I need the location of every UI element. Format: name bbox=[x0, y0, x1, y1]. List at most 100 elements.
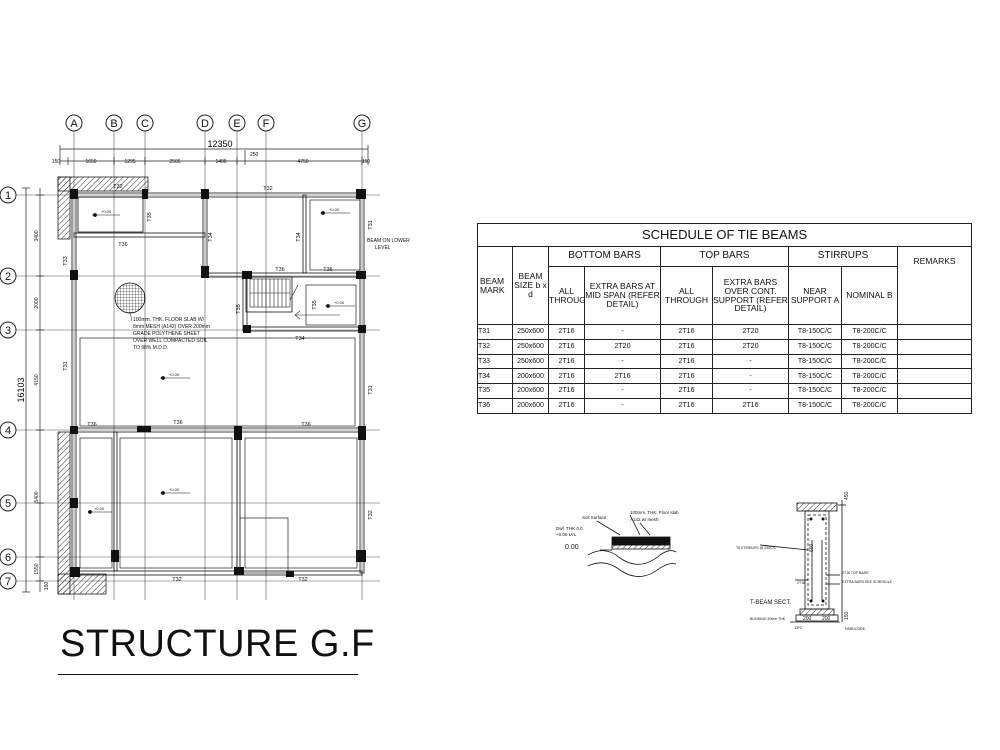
grid-label-1: 1 bbox=[5, 190, 11, 202]
slab-detail-label-2: 100mm. THK. Floor slab bbox=[630, 510, 679, 515]
cell-top-all: 2T16 bbox=[660, 368, 713, 385]
cell-top-all: 2T16 bbox=[660, 338, 713, 355]
beam-detail-label-7: DPC bbox=[795, 626, 803, 630]
slab-detail-label-5: +0.00 LVL bbox=[556, 532, 577, 537]
cell-bot-all: 2T16 bbox=[548, 338, 585, 355]
cell-bot-extra: 2T16 bbox=[584, 368, 661, 385]
top-dimension-lines bbox=[59, 145, 369, 165]
cell-nominal: T8-200C/C bbox=[841, 324, 898, 340]
beam-label-t32-left: T32 bbox=[113, 184, 122, 190]
cell-bot-all: 2T16 bbox=[548, 383, 585, 399]
cell-nominal: T8-200C/C bbox=[841, 338, 898, 355]
beam-label-t36-a: T36 bbox=[118, 242, 127, 248]
level-mark-4: +0.00 bbox=[329, 207, 340, 212]
cell-nominal: T8-200C/C bbox=[841, 383, 898, 399]
cell-near: T8-150C/C bbox=[788, 397, 842, 414]
cell-size: 200x600 bbox=[512, 368, 549, 385]
beam-label-t34-c: T34 bbox=[296, 232, 302, 241]
cell-bot-all: 2T16 bbox=[548, 368, 585, 385]
cell-top-extra: 2T16 bbox=[712, 397, 789, 414]
top-dim-4: 2505 bbox=[169, 159, 180, 165]
offset-dimension: 250 bbox=[250, 152, 259, 158]
left-dim-1: 3400 bbox=[34, 230, 40, 241]
left-dim-5: 1550 bbox=[34, 563, 40, 574]
cell-nominal: T8-200C/C bbox=[841, 368, 898, 385]
top-dim-3: 1295 bbox=[124, 159, 135, 165]
beam-detail-label-6: HARDCORE bbox=[845, 627, 866, 631]
beam-label-t36-c: T36 bbox=[323, 267, 332, 273]
floor-mesh-symbol bbox=[114, 282, 146, 314]
top-dim-5: 1400 bbox=[215, 159, 226, 165]
grid-label-d: D bbox=[201, 118, 209, 130]
cell-top-all: 2T16 bbox=[660, 383, 713, 399]
header-beam-size: BEAM SIZE b x d bbox=[512, 246, 549, 325]
left-dimension-lines bbox=[22, 187, 44, 593]
top-dim-7: 150 bbox=[362, 159, 371, 165]
beam-detail-label-1: T8 STIRRUPS @ 200C/C bbox=[736, 546, 777, 550]
header-extra-cont-support: EXTRA BARS OVER CONT. SUPPORT (REFER DET… bbox=[712, 266, 789, 325]
cell-top-all: 2T16 bbox=[660, 397, 713, 414]
grid-label-a: A bbox=[70, 118, 78, 130]
cell-mark: T34 bbox=[477, 368, 513, 385]
top-dim-6: 4750 bbox=[297, 159, 308, 165]
floor-slab-note: 100mm. THK. FLOOR SLAB W/ 8mm MESH (A142… bbox=[133, 317, 210, 351]
header-stirrups: STIRRUPS bbox=[788, 246, 898, 267]
cell-remarks bbox=[896, 397, 973, 414]
cell-top-extra: - bbox=[712, 383, 789, 399]
beam-label-t35-b: T35 bbox=[236, 304, 242, 313]
grid-label-c: C bbox=[141, 118, 149, 130]
svg-text:BEAM ON LOWER: BEAM ON LOWER bbox=[367, 238, 410, 244]
cell-bot-extra: - bbox=[584, 353, 661, 370]
room-outlines bbox=[79, 199, 361, 574]
beam-detail-label-4: EXTRA BARS SEE SCHEDULE bbox=[842, 580, 893, 584]
cell-bot-all: 2T16 bbox=[548, 397, 585, 414]
cell-near: T8-150C/C bbox=[788, 338, 842, 355]
grid-label-g: G bbox=[358, 118, 367, 130]
hatched-walls bbox=[57, 176, 149, 595]
beam-detail-label-5: BLINDING 50mm THK bbox=[750, 617, 786, 621]
left-dim-2: 2000 bbox=[34, 297, 40, 308]
grid-label-e: E bbox=[233, 118, 240, 130]
cell-remarks bbox=[896, 383, 973, 399]
cell-top-extra: 2T20 bbox=[712, 338, 789, 355]
cell-size: 250x600 bbox=[512, 324, 549, 340]
beam-detail-dim-4: 450 bbox=[844, 491, 850, 500]
tie-beam-schedule-table: SCHEDULE OF TIE BEAMS BEAM MARK BEAM SIZ… bbox=[476, 223, 973, 414]
beam-detail-dim-1: 200 bbox=[803, 616, 812, 622]
cell-near: T8-150C/C bbox=[788, 368, 842, 385]
level-mark-3: +0.00 bbox=[169, 487, 180, 492]
grid-label-2: 2 bbox=[5, 271, 11, 283]
cell-bot-extra: 2T20 bbox=[584, 338, 661, 355]
tie-beam-section-detail bbox=[759, 500, 846, 623]
header-top-bars: TOP BARS bbox=[660, 246, 789, 267]
grid-label-7: 7 bbox=[5, 576, 11, 588]
cell-remarks bbox=[896, 368, 973, 385]
overall-depth-dimension: 16103 bbox=[16, 377, 26, 402]
grid-label-3: 3 bbox=[5, 325, 11, 337]
cell-size: 250x600 bbox=[512, 338, 549, 355]
left-dim-3: 4150 bbox=[34, 374, 40, 385]
left-dim-6: 150 bbox=[44, 582, 50, 591]
beam-label-t31-b: T31 bbox=[368, 220, 374, 229]
beam-detail-title: T-BEAM SECT. bbox=[750, 600, 791, 606]
slab-detail-label-1: Soil Surface bbox=[582, 515, 607, 520]
cell-near: T8-150C/C bbox=[788, 383, 842, 399]
title-underline bbox=[58, 674, 358, 675]
structural-columns bbox=[70, 189, 366, 577]
svg-text:GRADE POLYTHENE SHEET: GRADE POLYTHENE SHEET bbox=[133, 331, 200, 337]
slab-detail-label-3: A142 w/ mesh bbox=[630, 517, 659, 522]
slab-detail-label-4: Dwf. THK 0.0 bbox=[556, 526, 583, 531]
header-beam-mark: BEAM MARK bbox=[477, 246, 513, 325]
grid-label-6: 6 bbox=[5, 552, 11, 564]
cell-mark: T36 bbox=[477, 397, 513, 414]
svg-text:8mm MESH (A142) OVER 200mm: 8mm MESH (A142) OVER 200mm bbox=[133, 324, 210, 330]
beam-label-t32-right: T32 bbox=[368, 510, 374, 519]
header-top-all-through: ALL THROUGH bbox=[660, 266, 713, 325]
beam-label-t33: T33 bbox=[63, 256, 69, 265]
